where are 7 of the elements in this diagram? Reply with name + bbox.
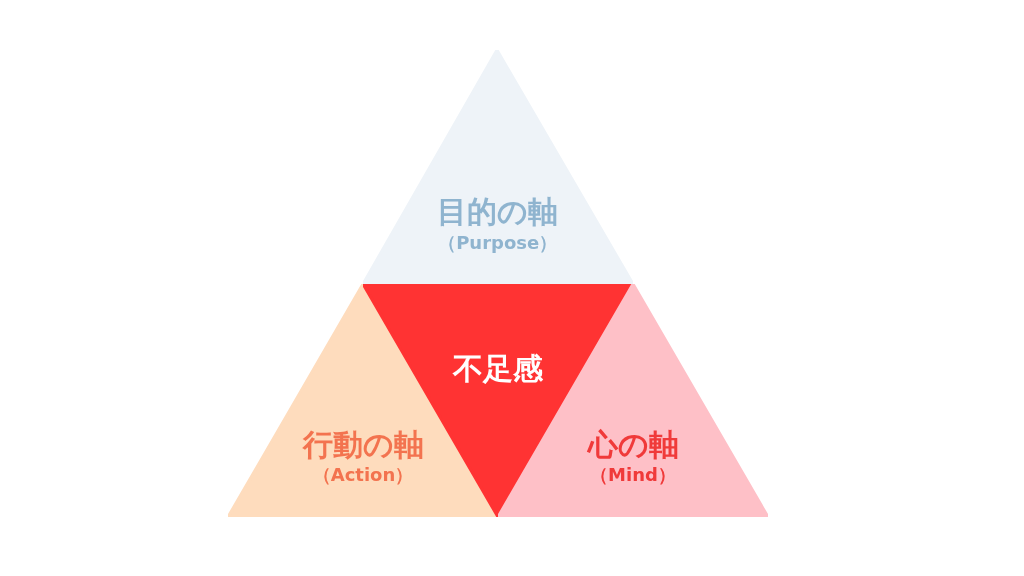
axis-title: 行動の軸 <box>302 426 424 464</box>
axis-subtitle: （Action） <box>312 463 414 488</box>
axis-title: 不足感 <box>453 350 543 388</box>
axis-subtitle: （Purpose） <box>438 231 558 256</box>
axis-title: 心の軸 <box>587 426 679 464</box>
axis-title: 目的の軸 <box>437 193 559 231</box>
axis-subtitle: （Mind） <box>590 463 676 488</box>
